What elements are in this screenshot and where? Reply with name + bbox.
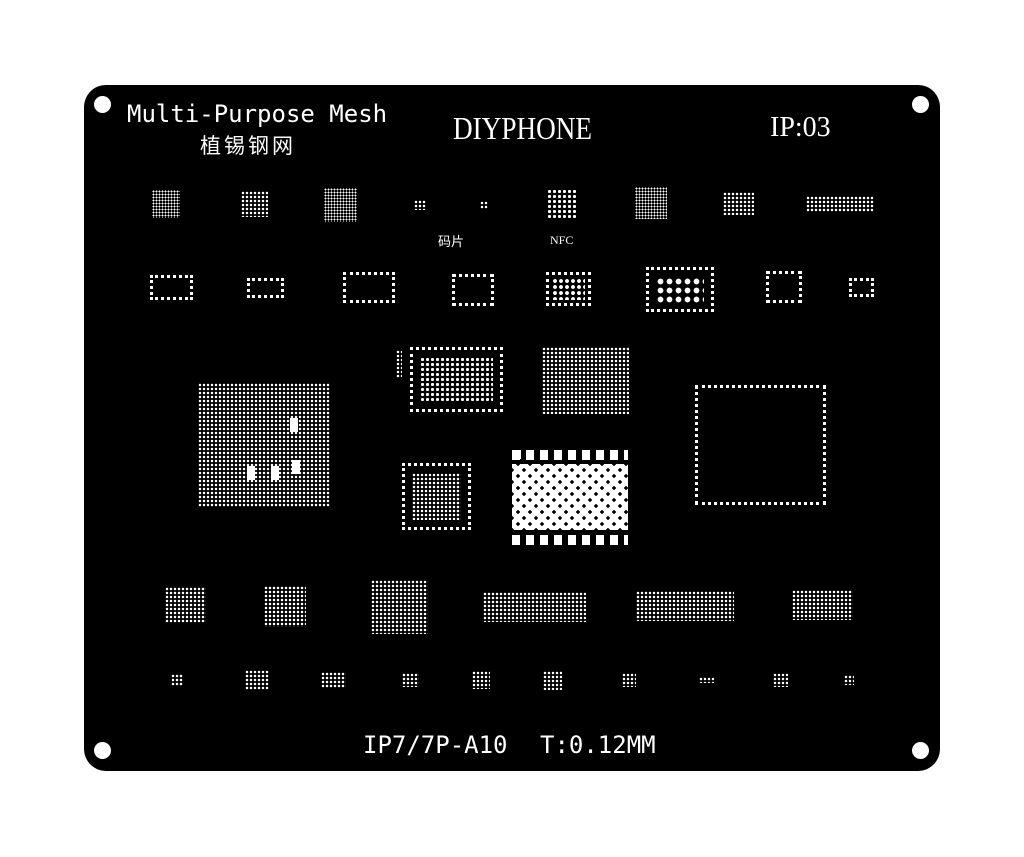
bga-pad-outline xyxy=(452,274,494,306)
brand-title: DIYPHONE xyxy=(453,110,593,146)
bga-pad-pattern xyxy=(480,201,488,209)
bga-pad-pattern xyxy=(792,590,853,620)
subtitle-en: Multi-Purpose Mesh xyxy=(127,100,388,128)
large-pad-row xyxy=(512,535,628,545)
bga-pad-outline xyxy=(546,272,591,306)
bga-pad-outline xyxy=(402,463,471,530)
bga-pad-pattern xyxy=(396,350,402,378)
mounting-hole xyxy=(94,96,111,113)
label-nfc: NFC xyxy=(550,233,574,247)
mounting-hole xyxy=(912,742,929,759)
bga-pad-pattern xyxy=(371,580,428,634)
small-pad-pattern xyxy=(622,673,636,687)
bga-pad-pattern xyxy=(806,196,874,212)
footer-model: IP7/7P-A10 xyxy=(363,731,508,759)
bga-pad-pattern xyxy=(414,200,426,210)
cpu-a10-pad-pattern xyxy=(198,383,330,507)
bga-pad-outline xyxy=(410,347,503,412)
bga-pad-outline xyxy=(766,271,802,303)
bga-pad-outline xyxy=(150,275,193,300)
nfc-pad-pattern xyxy=(547,189,577,219)
small-pad-pattern xyxy=(402,673,419,687)
pad-block xyxy=(290,418,298,432)
mounting-hole xyxy=(912,96,929,113)
large-pad-row xyxy=(512,450,628,460)
bga-pad-pattern xyxy=(636,591,734,621)
pad-block xyxy=(292,460,300,474)
bga-pad-pattern xyxy=(152,190,180,218)
large-pad-grid xyxy=(512,464,628,530)
large-pad-pattern xyxy=(512,450,628,545)
small-pad-pattern xyxy=(171,674,183,686)
pad-block xyxy=(271,466,279,480)
small-pad-pattern xyxy=(245,670,269,690)
subtitle-cn: 植锡钢网 xyxy=(200,134,296,158)
bga-pad-pattern xyxy=(635,187,667,219)
mounting-hole xyxy=(94,742,111,759)
small-pad-pattern xyxy=(321,672,346,688)
bga-pad-pattern xyxy=(723,192,754,215)
bga-pad-pattern xyxy=(656,277,704,303)
bga-pad-outline xyxy=(343,272,395,303)
bga-pad-outline xyxy=(849,278,874,297)
small-pad-pattern xyxy=(844,675,854,685)
model-code: IP:03 xyxy=(770,112,831,143)
bga-pad-pattern xyxy=(420,357,493,402)
bga-pad-pattern xyxy=(264,586,306,627)
bga-pad-pattern xyxy=(542,347,629,414)
bga-pad-pattern xyxy=(483,592,586,622)
label-chip-code: 码片 xyxy=(438,235,465,250)
small-pad-pattern xyxy=(773,673,788,687)
bga-pad-pattern xyxy=(324,188,357,222)
bga-pad-pattern xyxy=(552,278,585,300)
small-pad-pattern xyxy=(472,671,490,689)
footer-thickness: T:0.12MM xyxy=(540,731,656,759)
bga-pad-pattern xyxy=(165,587,206,623)
small-pad-pattern xyxy=(543,671,562,690)
bga-pad-outline xyxy=(646,267,714,312)
small-pad-pattern xyxy=(699,677,714,683)
bga-pad-pattern xyxy=(241,191,268,217)
pad-block xyxy=(247,466,255,480)
bga-pad-pattern xyxy=(412,473,461,520)
bga-pad-outline xyxy=(247,278,284,298)
bga-pad-outline xyxy=(695,385,826,505)
